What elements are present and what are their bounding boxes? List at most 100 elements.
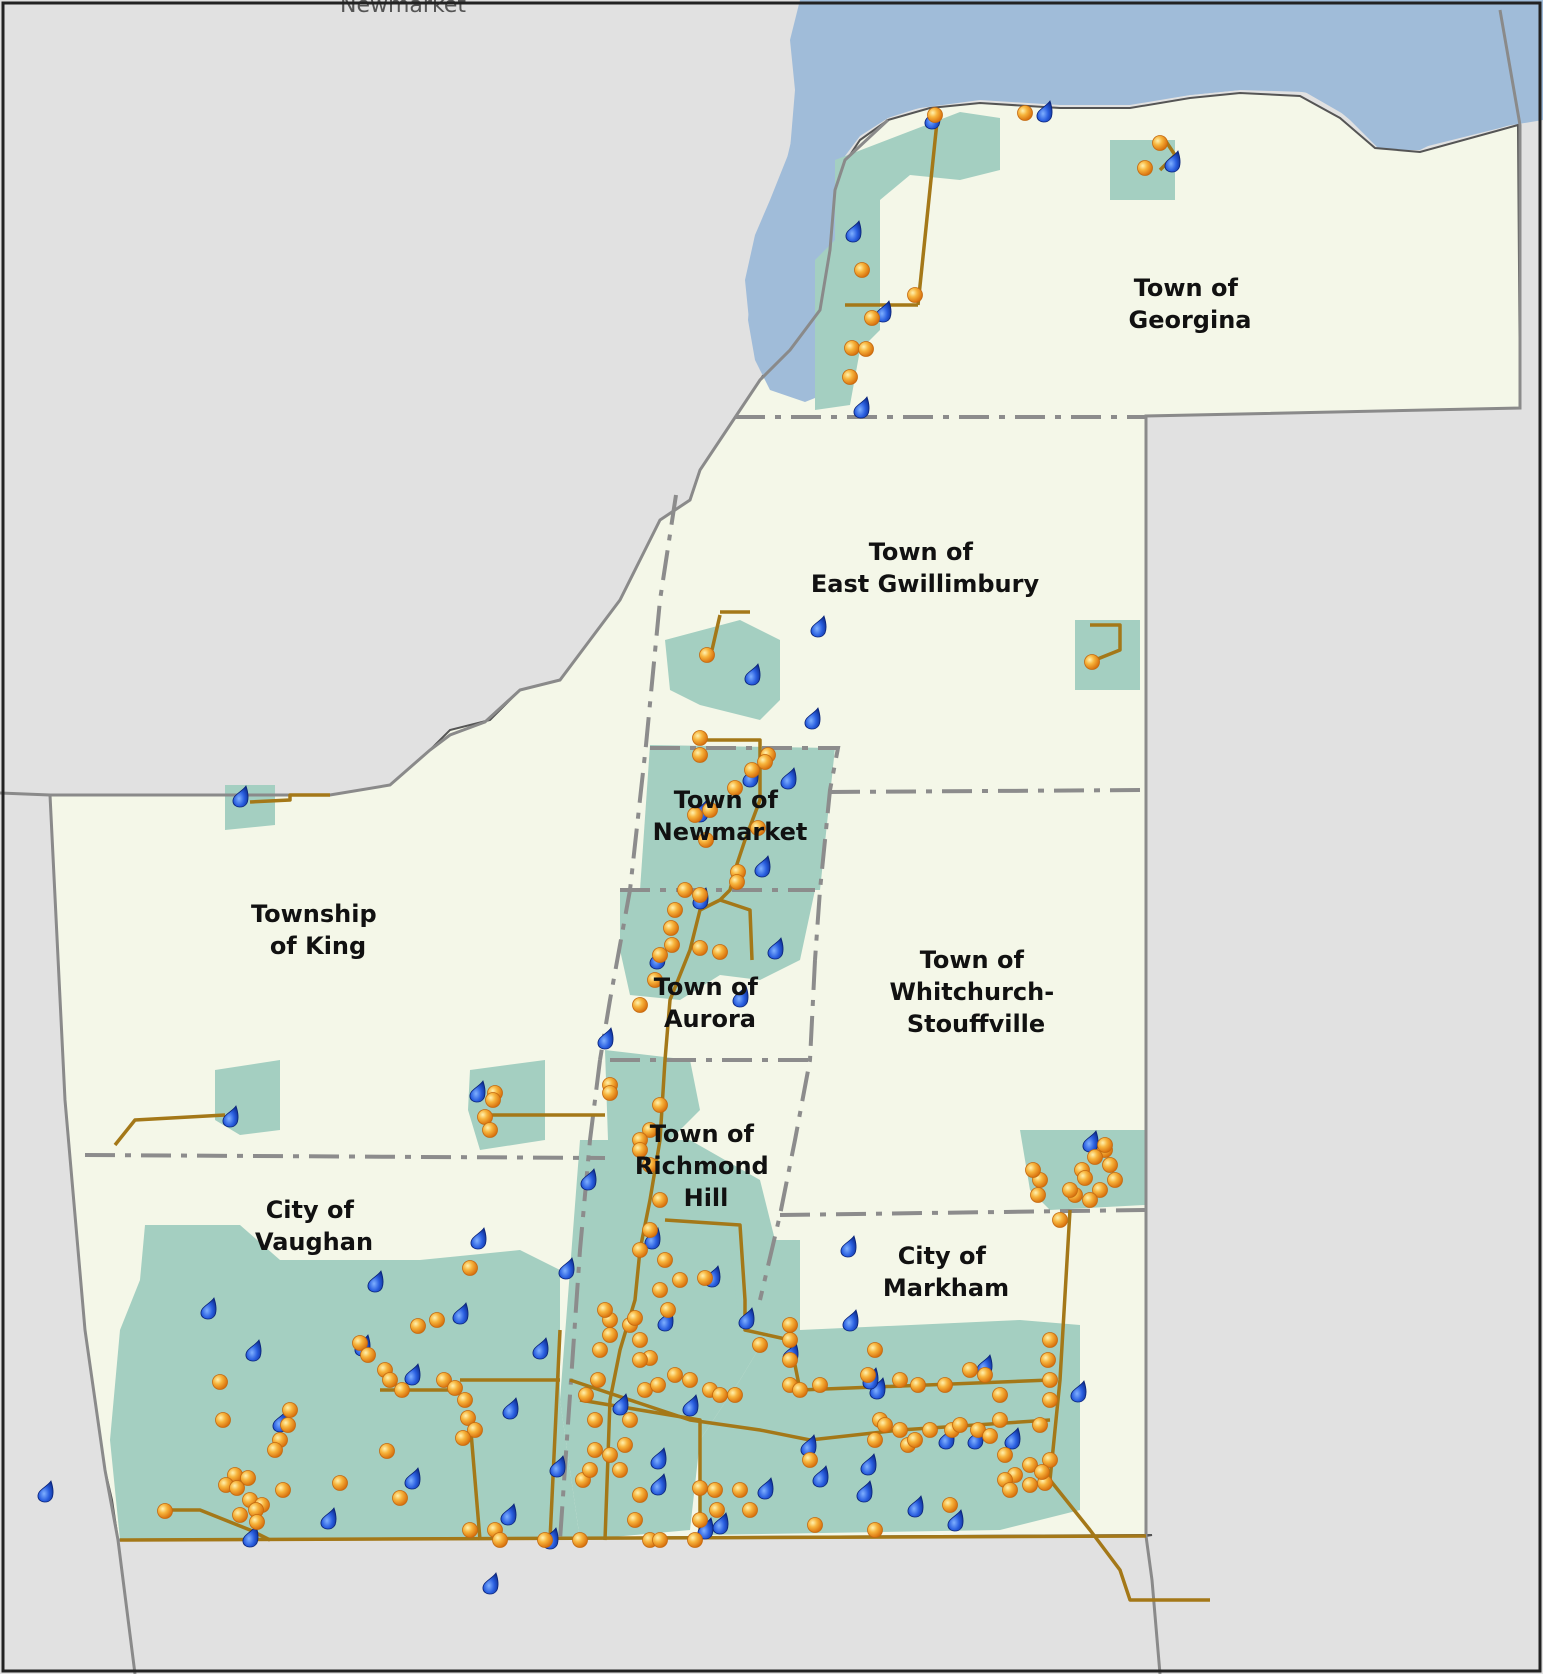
orange-sphere-icon (632, 997, 648, 1013)
region-outline-west (48, 794, 137, 1674)
municipality-labels: Town of Georgina Town of East Gwillimbur… (251, 274, 1252, 1302)
orange-sphere-icon (660, 1302, 676, 1318)
orange-sphere-icon (982, 1428, 998, 1444)
label-vaughan: City of Vaughan (255, 1196, 373, 1256)
orange-sphere-icon (587, 1412, 603, 1428)
orange-sphere-icon (1097, 1137, 1113, 1153)
orange-sphere-icon (807, 1517, 823, 1533)
label-newmarket: Town of Newmarket (653, 786, 808, 846)
orange-sphere-icon (1032, 1417, 1048, 1433)
water-drop-icon (744, 663, 761, 686)
orange-sphere-icon (410, 1318, 426, 1334)
orange-sphere-icon (460, 1410, 476, 1426)
orange-sphere-icon (652, 1192, 668, 1208)
orange-sphere-icon (698, 832, 714, 848)
municipal-boundaries (84, 415, 1147, 1541)
water-drop-icon (367, 1270, 384, 1293)
orange-sphere-icon (642, 1122, 658, 1138)
label-aurora: Town of Aurora (654, 973, 767, 1033)
orange-sphere-icon (782, 1352, 798, 1368)
orange-sphere-icon (447, 1380, 463, 1396)
orange-sphere-icon (1102, 1157, 1118, 1173)
water-drop-icon (558, 1257, 575, 1280)
orange-sphere-icon (1152, 135, 1168, 151)
orange-sphere-icon (429, 1312, 445, 1328)
orange-sphere-icon (699, 647, 715, 663)
water-drop-icon (232, 785, 249, 808)
orange-sphere-icon (1042, 1392, 1058, 1408)
water-drop-icon (860, 1453, 877, 1476)
orange-sphere-icon (727, 780, 743, 796)
orange-sphere-icon (860, 1367, 876, 1383)
orange-sphere-icon (482, 1122, 498, 1138)
water-drop-icon (1070, 1380, 1087, 1403)
orange-sphere-icon (642, 1157, 658, 1173)
orange-sphere-icon (842, 369, 858, 385)
orange-sphere-icon (709, 1502, 725, 1518)
orange-sphere-icon (692, 730, 708, 746)
orange-sphere-icon (627, 1512, 643, 1528)
orange-sphere-icon (360, 1347, 376, 1363)
water-drop-icon (650, 1447, 667, 1470)
orange-sphere-icon (592, 1342, 608, 1358)
orange-sphere-icon (657, 1252, 673, 1268)
water-drop-icon (804, 707, 821, 730)
orange-sphere-icon (907, 287, 923, 303)
water-drop-icon (842, 1309, 859, 1332)
orange-sphere-icon (712, 944, 728, 960)
orange-sphere-icon (622, 1412, 638, 1428)
orange-sphere-icon (632, 1332, 648, 1348)
orange-sphere-icon (612, 1462, 628, 1478)
water-drop-icon (612, 1393, 629, 1416)
orange-sphere-icon (707, 1482, 723, 1498)
orange-sphere-icon (937, 1377, 953, 1393)
orange-sphere-icon (462, 1522, 478, 1538)
water-drop-icon (767, 937, 784, 960)
orange-sphere-icon (617, 1437, 633, 1453)
orange-sphere-icon (275, 1482, 291, 1498)
orange-sphere-icon (858, 341, 874, 357)
orange-sphere-icon (927, 107, 943, 123)
orange-sphere-icon (650, 1377, 666, 1393)
water-drop-icon (404, 1363, 421, 1386)
outside-line-west (0, 791, 51, 797)
lake-north-shore (748, 0, 1543, 402)
orange-sphere-icon (782, 1332, 798, 1348)
orange-sphere-icon (854, 262, 870, 278)
water-drop-icon (1164, 150, 1181, 173)
water-drop-icon (845, 220, 862, 243)
orange-sphere-icon (867, 1342, 883, 1358)
orange-sphere-icon (702, 802, 718, 818)
water-drop-icon (404, 1467, 421, 1490)
region-outline (50, 118, 890, 797)
orange-sphere-icon (492, 1532, 508, 1548)
orange-sphere-icon (652, 1097, 668, 1113)
orange-sphere-icon (627, 1310, 643, 1326)
orange-sphere-icon (752, 1337, 768, 1353)
water-drop-icon (1036, 100, 1053, 123)
orange-sphere-icon (750, 820, 766, 836)
water-drop-icon (532, 1337, 549, 1360)
orange-sphere-icon (667, 902, 683, 918)
orange-sphere-icon (1062, 1182, 1078, 1198)
orange-sphere-icon (157, 1503, 173, 1519)
orange-sphere-icon (537, 1532, 553, 1548)
orange-sphere-icon (280, 1417, 296, 1433)
water-drop-icon (853, 396, 870, 419)
orange-sphere-icon (812, 1377, 828, 1393)
label-georgina: Town of Georgina (1129, 274, 1252, 334)
orange-sphere-icon (677, 882, 693, 898)
water-drop-icon (947, 1509, 964, 1532)
orange-sphere-icon (744, 762, 760, 778)
orange-sphere-icon (1082, 1192, 1098, 1208)
orange-sphere-icon (1017, 105, 1033, 121)
orange-sphere-icon (757, 754, 773, 770)
orange-sphere-icon (632, 1487, 648, 1503)
orange-sphere-icon (332, 1475, 348, 1491)
orange-sphere-icon (1084, 654, 1100, 670)
orange-sphere-icon (742, 1502, 758, 1518)
orange-sphere-icon (602, 1327, 618, 1343)
orange-sphere-icon (1042, 1372, 1058, 1388)
